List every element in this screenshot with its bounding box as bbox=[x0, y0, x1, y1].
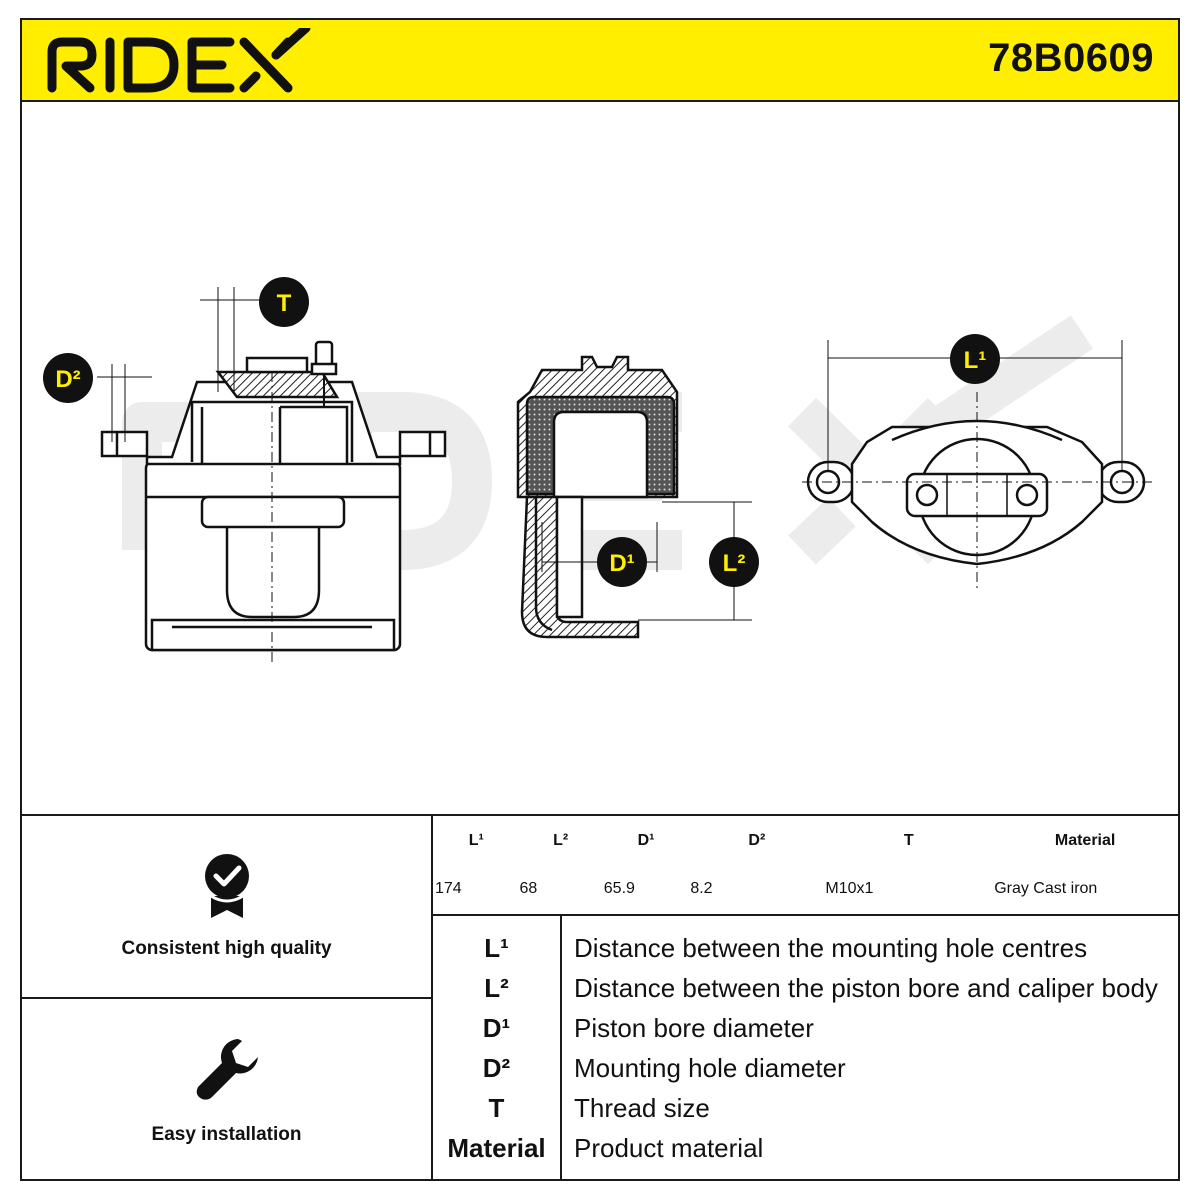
legend-desc: Product material bbox=[574, 1133, 764, 1163]
legend-divider bbox=[560, 916, 562, 1181]
legend-desc: Distance between the mounting hole centr… bbox=[574, 933, 1088, 963]
spec-header-t: T bbox=[903, 832, 914, 849]
legend-key: L¹ bbox=[484, 933, 509, 963]
technical-drawing: T D² bbox=[22, 102, 1178, 814]
legend-key: T bbox=[488, 1093, 505, 1123]
svg-text:L¹: L¹ bbox=[964, 347, 987, 374]
spec-header-d1: D¹ bbox=[637, 832, 655, 849]
badge-t: T bbox=[259, 277, 309, 327]
caliper-top-view bbox=[802, 340, 1152, 592]
part-number: 78B0609 bbox=[988, 36, 1154, 80]
spec-value-d2: 8.2 bbox=[690, 880, 713, 897]
feature-installation: Easy installation bbox=[22, 999, 431, 1181]
caliper-drawing: T D² bbox=[43, 277, 1152, 662]
spec-value-l2: 68 bbox=[519, 880, 538, 897]
legend-row: L¹ Distance between the mounting hole ce… bbox=[433, 928, 1178, 968]
svg-text:D¹: D¹ bbox=[609, 550, 634, 577]
legend-desc: Thread size bbox=[574, 1093, 710, 1123]
legend-row: D¹ Piston bore diameter bbox=[433, 1008, 1178, 1048]
badge-d1: D¹ bbox=[597, 537, 647, 587]
header-bar: 78B0609 bbox=[22, 20, 1178, 102]
features-panel: Consistent high quality Easy installatio… bbox=[22, 816, 433, 1181]
caliper-section-view bbox=[516, 355, 752, 639]
legend-row: D² Mounting hole diameter bbox=[433, 1048, 1178, 1088]
legend-key: L² bbox=[484, 973, 509, 1003]
legend-key: D² bbox=[482, 1053, 511, 1083]
specs-table: L¹ L² D¹ D² T Material 174 68 65.9 8.2 M… bbox=[433, 816, 1178, 916]
specs-value-row: 174 68 65.9 8.2 M10x1 Gray Cast iron bbox=[435, 866, 1176, 912]
legend-key: Material bbox=[447, 1133, 546, 1163]
legend-row: Material Product material bbox=[433, 1128, 1178, 1168]
spec-header-material: Material bbox=[1054, 832, 1116, 849]
svg-text:D²: D² bbox=[55, 366, 80, 393]
feature-installation-label: Easy installation bbox=[151, 1124, 302, 1145]
legend-desc: Piston bore diameter bbox=[574, 1013, 814, 1043]
quality-badge-icon bbox=[204, 854, 249, 918]
info-section: Consistent high quality Easy installatio… bbox=[22, 814, 1178, 1181]
wrench-icon bbox=[196, 1039, 258, 1100]
svg-text:L²: L² bbox=[723, 550, 746, 577]
caliper-front-view bbox=[97, 287, 447, 662]
spec-header-l2: L² bbox=[553, 832, 569, 849]
badge-l2: L² bbox=[709, 537, 759, 587]
spec-header-l1: L¹ bbox=[468, 832, 484, 849]
specs-header-row: L¹ L² D¹ D² T Material bbox=[435, 818, 1176, 864]
spec-value-d1: 65.9 bbox=[603, 880, 635, 897]
legend-desc: Mounting hole diameter bbox=[574, 1053, 846, 1083]
badge-d2: D² bbox=[43, 353, 93, 403]
legend-row: T Thread size bbox=[433, 1088, 1178, 1128]
svg-text:T: T bbox=[277, 290, 292, 317]
badge-l1: L¹ bbox=[950, 334, 1000, 384]
feature-quality: Consistent high quality bbox=[22, 816, 431, 999]
ridex-logo bbox=[47, 28, 311, 93]
spec-value-material: Gray Cast iron bbox=[994, 880, 1098, 897]
legend-desc: Distance between the piston bore and cal… bbox=[574, 973, 1158, 1003]
feature-quality-label: Consistent high quality bbox=[121, 938, 332, 959]
spec-value-l1: 174 bbox=[435, 880, 462, 897]
legend-table: L¹ Distance between the mounting hole ce… bbox=[433, 916, 1178, 1181]
legend-row: L² Distance between the piston bore and … bbox=[433, 968, 1178, 1008]
legend-key: D¹ bbox=[482, 1013, 511, 1043]
product-sheet: 78B0609 bbox=[20, 18, 1180, 1181]
spec-header-d2: D² bbox=[748, 832, 766, 849]
spec-value-t: M10x1 bbox=[825, 880, 874, 897]
